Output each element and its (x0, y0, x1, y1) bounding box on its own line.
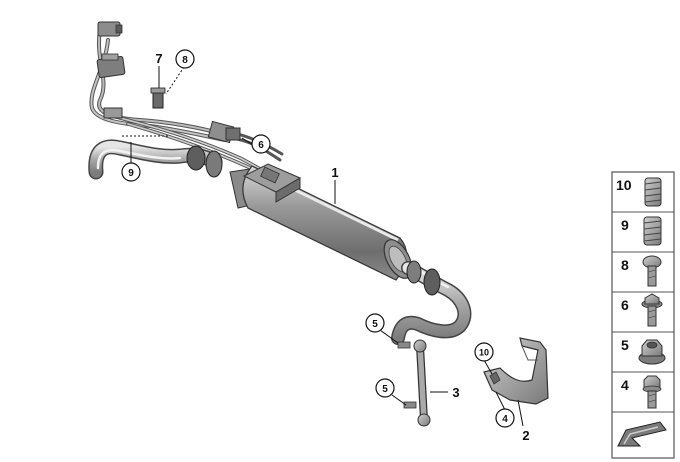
callout-4: 4 (495, 408, 515, 428)
harness-connector-top (97, 21, 123, 37)
panel-row-8: 8 (621, 255, 662, 287)
stabilizer-link (397, 339, 431, 427)
callout-1-label: 1 (331, 165, 338, 180)
threaded-insert-icon (644, 177, 662, 207)
panel-row-4-number: 4 (621, 377, 629, 393)
mounting-bracket (483, 337, 549, 405)
callout-6: 6 (251, 134, 271, 154)
sensor-part (150, 87, 166, 109)
hex-bolt-icon (642, 375, 662, 409)
left-mount (186, 145, 223, 178)
callout-9-label: 9 (128, 168, 134, 179)
callout-1: 1 (331, 165, 338, 180)
parts-panel: 10 9 8 (611, 171, 675, 459)
panel-row-9-number: 9 (621, 217, 629, 233)
reference-arrow-icon (617, 421, 667, 447)
callout-10-label: 10 (479, 348, 489, 358)
right-mount (406, 260, 441, 296)
panel-row-5-number: 5 (621, 337, 629, 353)
torx-screw-icon (642, 255, 662, 287)
flange-bolt-icon (641, 293, 663, 327)
callout-2: 2 (522, 428, 529, 443)
panel-row-8-number: 8 (621, 257, 629, 273)
callout-7-label: 7 (155, 51, 162, 66)
callout-5a-label: 5 (372, 319, 378, 330)
callout-8-label: 8 (182, 55, 188, 66)
flange-nut-icon (638, 339, 666, 365)
panel-row-5: 5 (621, 337, 666, 365)
panel-row-6-number: 6 (621, 297, 629, 313)
callout-8: 8 (175, 49, 195, 69)
panel-row-10: 10 (616, 177, 662, 207)
active-stabilizer-actuator (229, 163, 413, 281)
callout-6-label: 6 (258, 140, 264, 151)
harness-clip-left (103, 107, 123, 119)
panel-row-9: 9 (621, 216, 662, 246)
callout-5b: 5 (375, 378, 395, 398)
callout-3-label: 3 (452, 385, 459, 400)
callout-3: 3 (452, 385, 459, 400)
callout-9: 9 (121, 162, 141, 182)
callout-5b-label: 5 (382, 384, 388, 395)
leader-lines (122, 66, 524, 427)
panel-row-10-number: 10 (616, 177, 632, 193)
panel-row-4: 4 (621, 375, 662, 409)
callout-4-label: 4 (502, 414, 508, 425)
callout-7: 7 (155, 51, 162, 66)
callout-5a: 5 (365, 313, 385, 333)
callout-10: 10 (474, 342, 494, 362)
harness-connector-mid (96, 53, 126, 78)
callout-2-label: 2 (522, 428, 529, 443)
panel-row-6: 6 (621, 293, 663, 327)
threaded-insert-icon (643, 216, 662, 246)
harness-clip-right (207, 120, 241, 144)
